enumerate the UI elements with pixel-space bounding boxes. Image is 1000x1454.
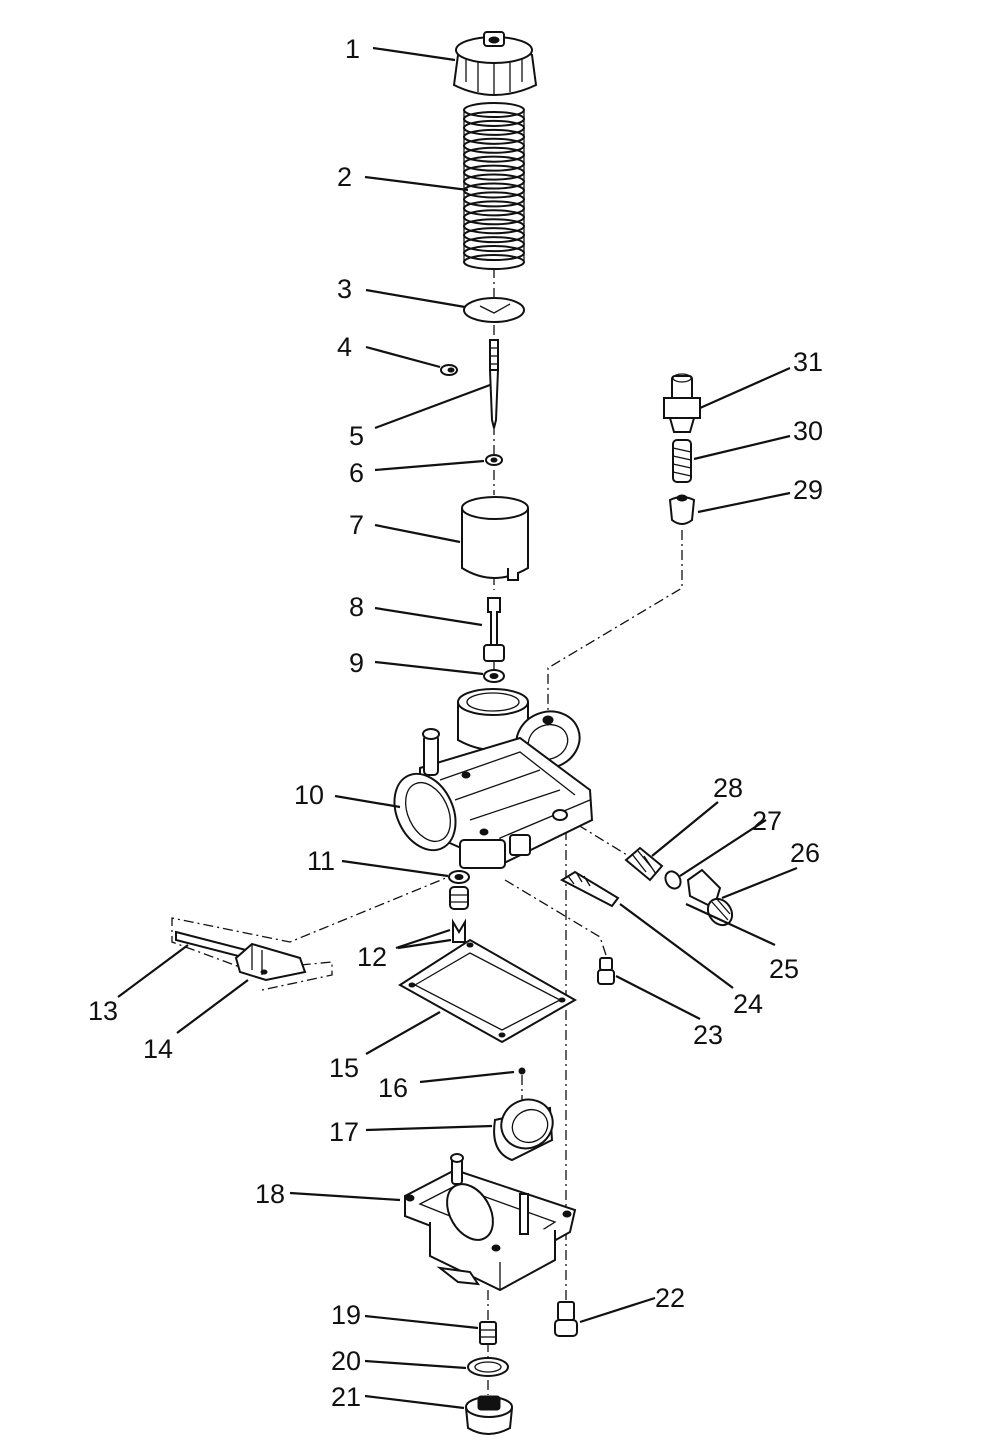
callout-6: 6 [349,458,364,488]
part-4-e-clip [440,364,458,376]
part-18-float-bowl [404,1153,577,1292]
part-19-main-jet [479,1321,497,1345]
callout-17: 17 [329,1117,359,1147]
part-23-screw [597,957,615,985]
callout-21: 21 [331,1382,361,1412]
part-21-drain-plug [464,1395,514,1435]
callout-31: 31 [793,347,823,377]
part-31-adjuster [663,373,701,433]
callout-10: 10 [294,780,324,810]
callout-5: 5 [349,421,364,451]
part-10-carburetor-body [393,688,594,869]
callout-28: 28 [713,773,743,803]
part-22-screw [554,1301,578,1337]
part-7-throttle-slide [461,496,529,581]
part-27-washer [664,870,682,890]
callout-7: 7 [349,510,364,540]
callout-25: 25 [769,954,799,984]
part-1-cap [452,31,538,96]
part-15-float-bowl-gasket [398,938,578,1044]
callout-9: 9 [349,648,364,678]
part-20-o-ring [467,1357,509,1377]
callout-29: 29 [793,475,823,505]
callout-11: 11 [307,846,335,876]
callout-18: 18 [255,1179,285,1209]
callout-23: 23 [693,1020,723,1050]
callout-14: 14 [143,1034,173,1064]
callout-19: 19 [331,1300,361,1330]
part-11-valve-seat [448,870,470,884]
part-14-float-pin [234,942,307,982]
part-9-washer [483,669,505,683]
callout-22: 22 [655,1283,685,1313]
part-8-needle-jet [483,597,505,662]
callout-24: 24 [733,989,763,1019]
part-12-float-valve [449,886,469,943]
callout-8: 8 [349,592,364,622]
part-29-nut [668,494,696,525]
part-26-air-screw [686,868,734,927]
part-2-spring [463,102,525,270]
callout-labels: 1 2 3 4 5 6 7 8 9 10 11 12 13 14 15 16 1… [88,34,823,1412]
callout-13: 13 [88,996,118,1026]
callout-16: 16 [378,1073,408,1103]
callout-15: 15 [329,1053,359,1083]
callout-1: 1 [345,34,360,64]
callout-27: 27 [752,806,782,836]
part-3-retainer-plate [463,297,525,323]
part-30-spring [672,439,692,483]
part-17-float [493,1098,554,1162]
part-6-washer [485,454,503,466]
part-5-jet-needle [488,339,500,429]
callout-20: 20 [331,1346,361,1376]
part-16-pin [518,1067,526,1075]
callout-26: 26 [790,838,820,868]
leader-lines [117,46,798,1410]
part-24-pilot-screw [559,870,620,908]
assembly-guide-lines [171,268,683,1395]
callout-30: 30 [793,416,823,446]
callout-2: 2 [337,162,352,192]
part-28-spring [624,846,664,882]
callout-4: 4 [337,332,352,362]
callout-3: 3 [337,274,352,304]
callout-12: 12 [357,942,387,972]
